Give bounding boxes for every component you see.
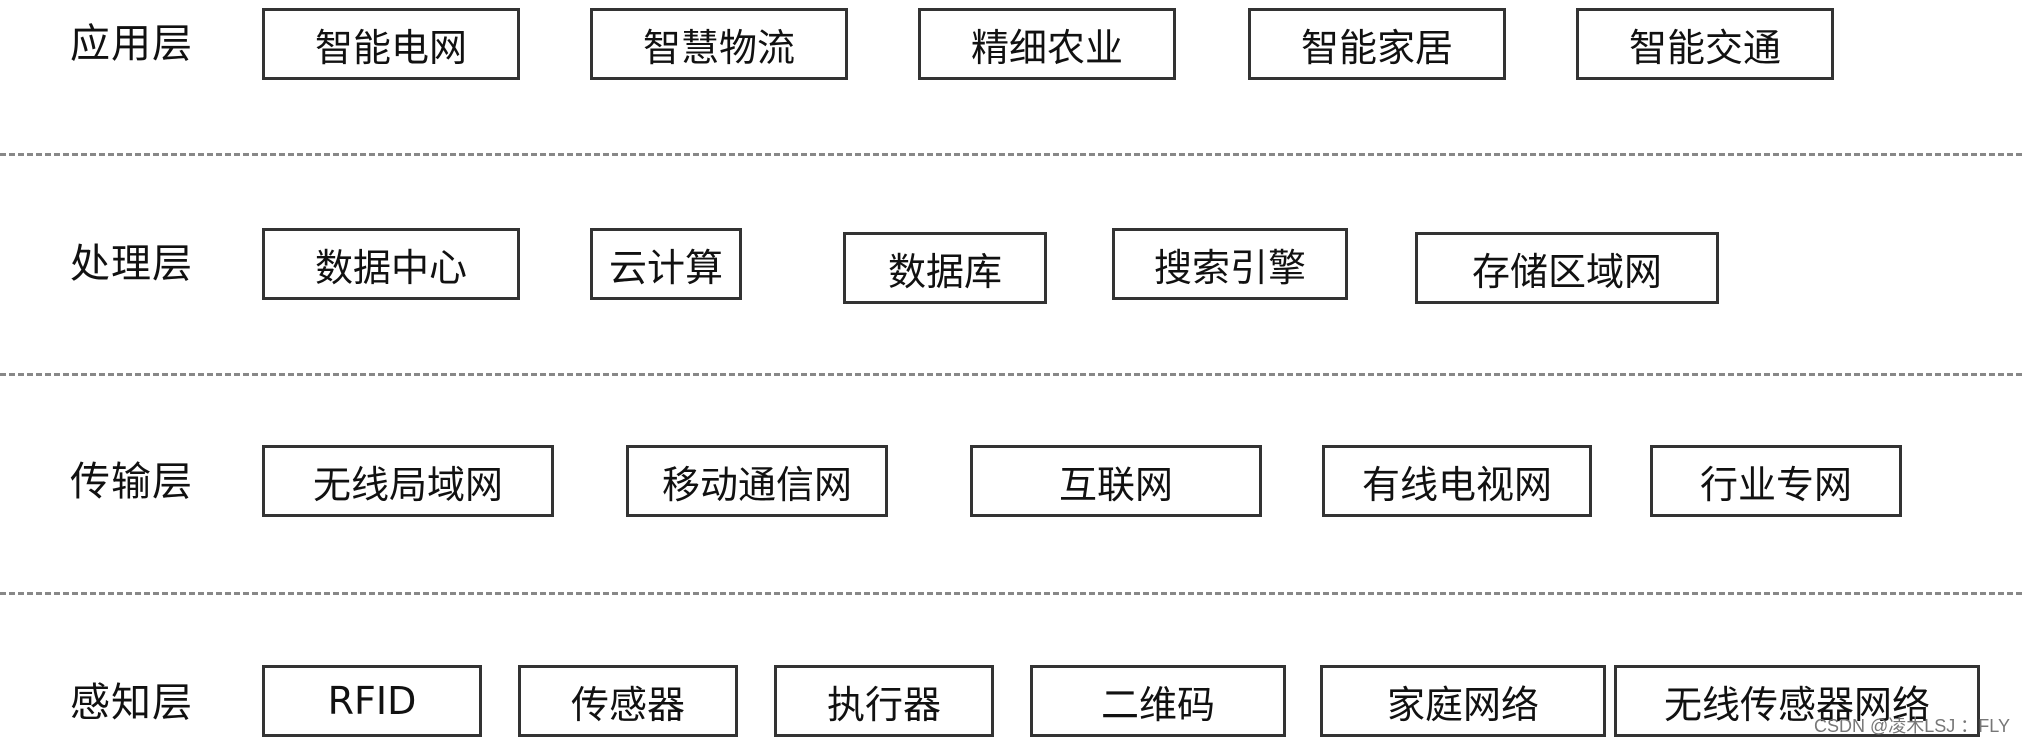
node-home-network: 家庭网络 bbox=[1320, 665, 1606, 737]
node-smart-transport: 智能交通 bbox=[1576, 8, 1834, 80]
node-wlan: 无线局域网 bbox=[262, 445, 554, 517]
node-cable-tv-network: 有线电视网 bbox=[1322, 445, 1592, 517]
node-precision-agriculture: 精细农业 bbox=[918, 8, 1176, 80]
node-cloud-computing: 云计算 bbox=[590, 228, 742, 300]
node-data-center: 数据中心 bbox=[262, 228, 520, 300]
watermark: CSDN @凌木LSJ ：FLY bbox=[1814, 716, 2010, 736]
node-smart-grid: 智能电网 bbox=[262, 8, 520, 80]
node-wireless-sensor-network: 无线传感器网络 bbox=[1614, 665, 1980, 737]
node-database: 数据库 bbox=[843, 232, 1047, 304]
node-industry-network: 行业专网 bbox=[1650, 445, 1902, 517]
node-qr-code: 二维码 bbox=[1030, 665, 1286, 737]
layer-label-processing: 处理层 bbox=[70, 241, 193, 287]
layer-separator bbox=[0, 592, 2022, 595]
layer-separator bbox=[0, 373, 2022, 376]
node-smart-home: 智能家居 bbox=[1248, 8, 1506, 80]
layer-label-transport: 传输层 bbox=[70, 459, 193, 505]
node-rfid: RFID bbox=[262, 665, 482, 737]
layer-label-application: 应用层 bbox=[70, 21, 193, 67]
node-internet: 互联网 bbox=[970, 445, 1262, 517]
layer-label-perception: 感知层 bbox=[70, 680, 193, 726]
node-search-engine: 搜索引擎 bbox=[1112, 228, 1348, 300]
node-smart-logistics: 智慧物流 bbox=[590, 8, 848, 80]
node-mobile-network: 移动通信网 bbox=[626, 445, 888, 517]
node-actuator: 执行器 bbox=[774, 665, 994, 737]
layer-separator bbox=[0, 153, 2022, 156]
node-sensor: 传感器 bbox=[518, 665, 738, 737]
node-storage-area-network: 存储区域网 bbox=[1415, 232, 1719, 304]
